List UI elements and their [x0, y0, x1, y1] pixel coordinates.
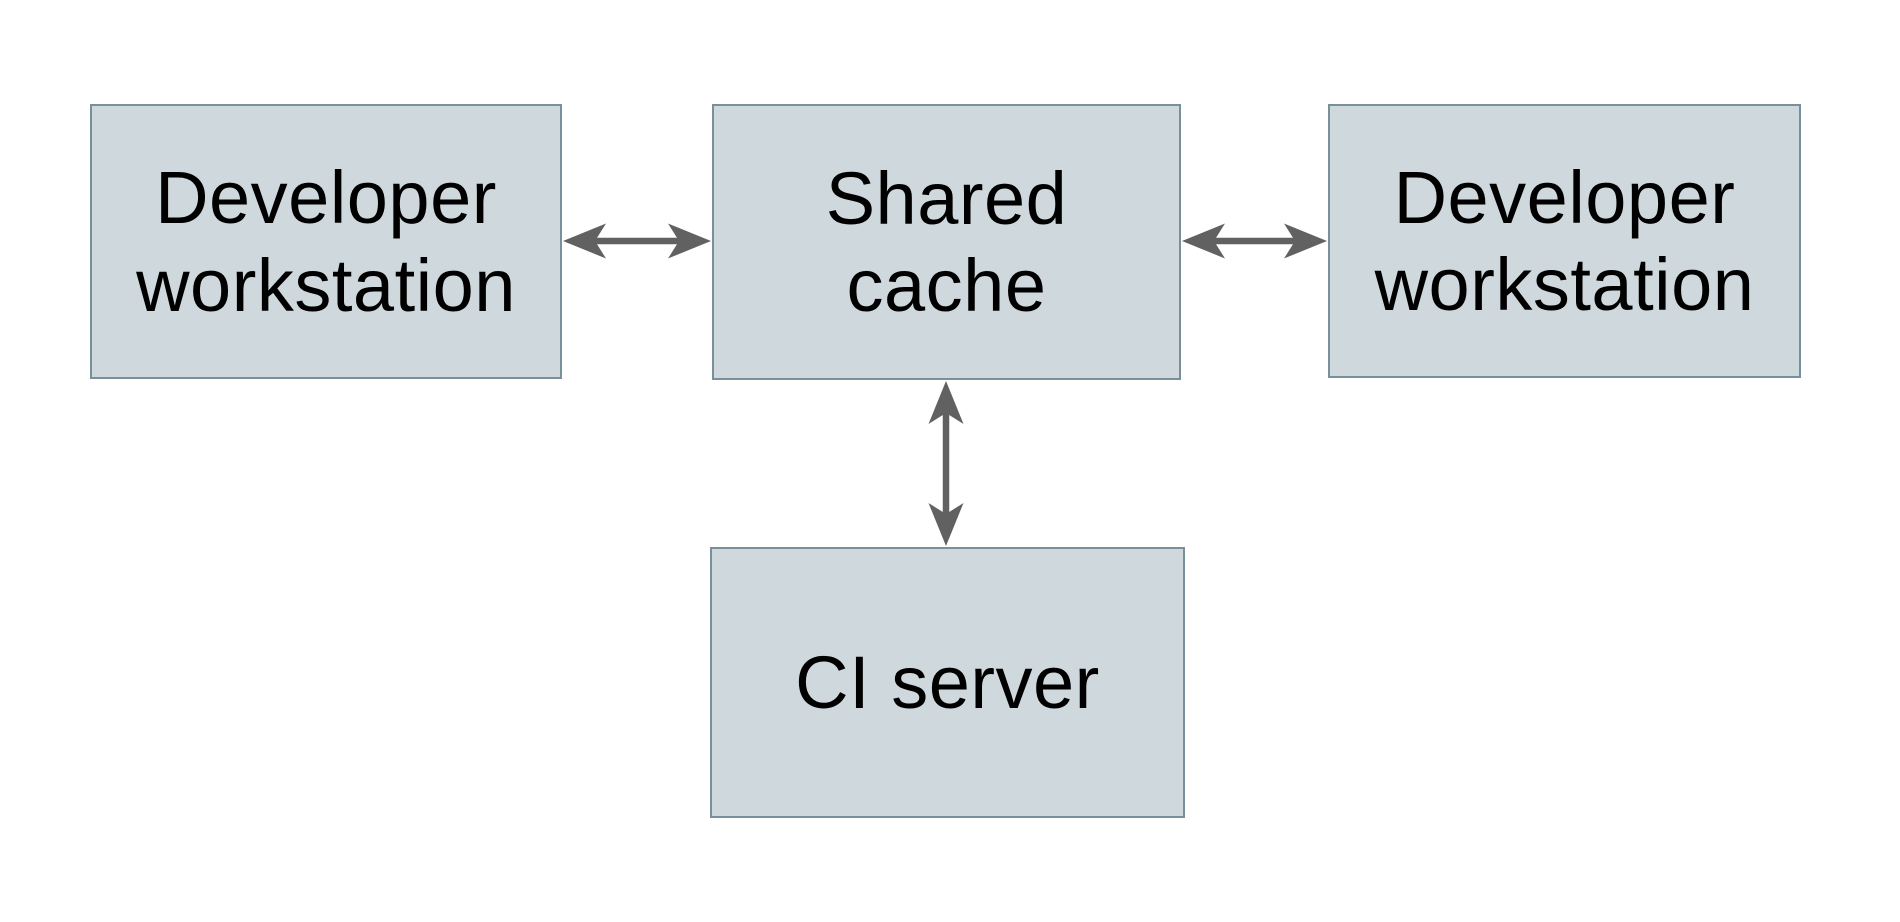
node-label: Developer workstation — [136, 156, 516, 327]
bidirectional-arrow-left-workstation-cache — [562, 219, 712, 263]
node-label: Shared cache — [825, 156, 1068, 327]
node-label: Developer workstation — [1374, 155, 1755, 326]
node-label: CI server — [795, 640, 1100, 724]
double-arrow-icon — [928, 381, 964, 546]
node-shared-cache: Shared cache — [712, 104, 1181, 380]
double-arrow-icon — [1182, 223, 1327, 259]
double-arrow-icon — [563, 223, 711, 259]
bidirectional-arrow-cache-ci-server — [924, 380, 968, 547]
node-developer-workstation-left: Developer workstation — [90, 104, 562, 379]
node-ci-server: CI server — [710, 547, 1185, 818]
bidirectional-arrow-cache-right-workstation — [1181, 219, 1328, 263]
node-developer-workstation-right: Developer workstation — [1328, 104, 1801, 378]
